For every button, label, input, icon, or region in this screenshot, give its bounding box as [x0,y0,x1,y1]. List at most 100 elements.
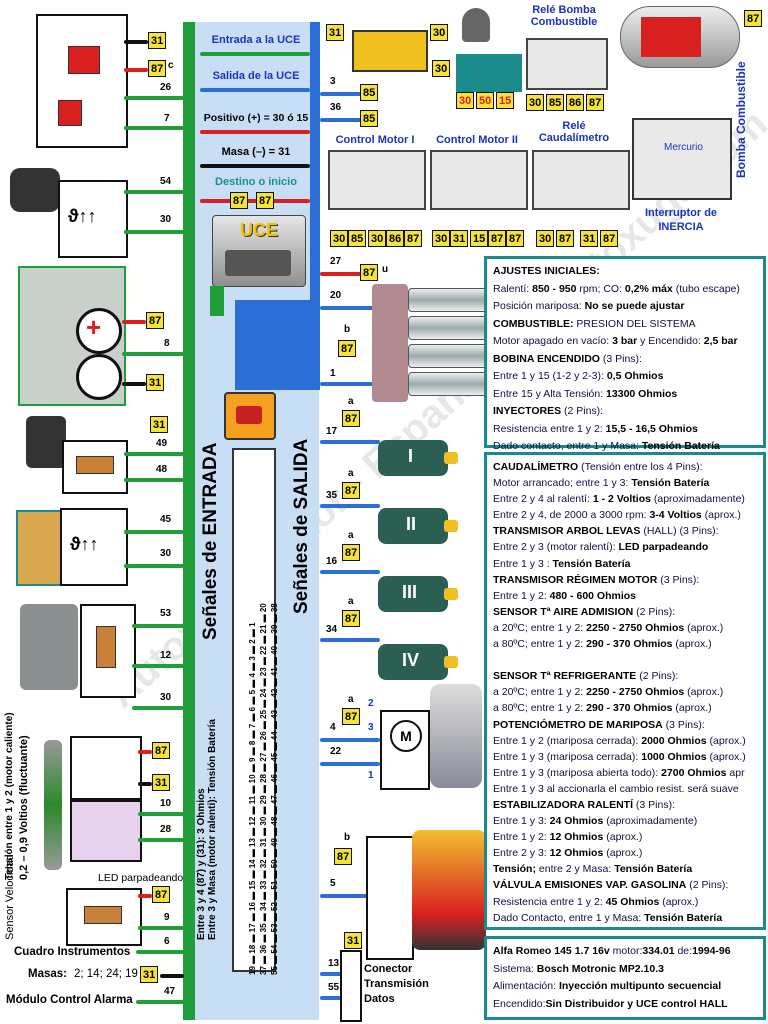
left-n48: 48 [156,464,168,475]
panel1-line: Entre 1 y 15 (1-2 y 2-3): 0,5 Ohmios [493,370,664,382]
panel2-line: SENSOR Tª AIRE ADMISION (2 Pins): [493,605,676,618]
output-bus-stripe [310,22,320,342]
right-tag-87b: 87 [338,340,357,357]
panel2-line: TRANSMISOR RÉGIMEN MOTOR (3 Pins): [493,573,700,586]
legend-salida-wire [200,88,310,92]
lambda-signal-box [70,800,142,862]
left-wire-28 [138,838,184,842]
data-connector-label: Conector Transmisión Datos [364,963,429,1005]
legend-entrada-wire [200,52,310,56]
left-wire-6 [136,950,184,954]
panel2-line: ESTABILIZADORA RALENTÍ (3 Pins): [493,798,676,811]
left-wire-54 [124,190,184,194]
inj-a-3: a [348,530,354,541]
relay-bomba [526,38,608,90]
relay-motor2-title: Control Motor II [436,134,518,146]
idle-motor-box: M [380,710,430,790]
left-wire-30a [124,230,184,234]
spec-panel-sensores: CAUDALÍMETRO (Tensión entre los 4 Pins):… [484,452,766,930]
data-connector-box [340,950,362,1022]
left-wire-53 [132,624,184,628]
pin-row-2: 37 ▬ 36 ▬ 35 ▬ 34 ▬ 33 ▬ 32 ▬ 31 ▬ 30 ▬ … [259,603,268,975]
panel1-line: Resistencia entre 1 y 2: 15,5 - 16,5 Ohm… [493,422,698,435]
left-wire-31b [122,382,146,386]
top-tag-30: 30 [430,24,449,41]
relay-m2-out-4: 87 [488,230,507,247]
legend-destino-wire [200,199,310,203]
injector-2 [378,508,458,544]
air-temp-sensor-box: ϑ↑↑ [60,508,128,586]
relay-c-out-2: 87 [556,230,575,247]
lambda-note-2: 0,2 – 0,9 Voltios (fluctuante) [18,735,30,880]
right-wire-4 [320,738,380,742]
battery [352,30,428,72]
rpm-sensor-box [62,440,128,494]
pins-note-1: Entre 3 y 4 (87) y (31): 3 Ohmios [196,788,207,940]
right-n1: 1 [330,368,336,379]
pump-label: Bomba Combustible [734,61,748,178]
panel1-line: BOBINA ENCENDIDO (3 Pins): [493,352,642,365]
ign-pin-30: 30 [456,92,475,109]
left-wire-47 [136,1000,184,1004]
uce-green-connector [210,286,224,316]
panel2-line: Entre 2 y 3: 12 Ohmios (aprox.) [493,847,643,860]
right-wire-5 [320,894,370,898]
left-wire-87b [122,320,146,324]
injector-3-label: III [402,582,418,602]
panel2-line: Entre 1 y 3 (mariposa cerrada): 1000 Ohm… [493,750,746,763]
left-n28: 28 [160,824,172,835]
panel2-line: Entre 1 y 2 (mariposa cerrada): 2000 Ohm… [493,734,746,747]
right-n3: 3 [330,76,336,87]
air-temp-sensor-image [16,510,64,586]
uce-unit: UCE [212,215,306,287]
right-wire-20 [320,306,380,310]
spec-panel-ajustes: AJUSTES INICIALES:Ralentí: 850 - 950 rpm… [484,256,766,452]
legend-masa: Masa (–) = 31 [221,146,291,158]
left-n6: 6 [164,936,170,947]
left-tag-87e: 87 [152,886,171,903]
right-wire-16 [320,570,380,574]
isc-pin-3: 3 [368,722,374,733]
panel2-line: Entre 1 y 3: 24 Ohmios (aproximadamente) [493,815,698,828]
injector-3 [378,576,458,612]
relay-bomba-out-1: 30 [526,94,545,111]
right-wire-27 [320,272,362,276]
relay-caudal [532,150,630,210]
relay-bomba-title: Relé Bomba Combustible [530,4,598,28]
pin-row-3: 55 ▬ 54 ▬ 53 ▬ 52 ▬ 51 ▬ 50 ▬ 49 ▬ 48 ▬ … [270,603,279,975]
left-n45: 45 [160,514,172,525]
legend-masa-wire [200,164,310,168]
panel3-line: Encendido:Sin Distribuidor y UCE control… [493,997,728,1010]
right-b: b [344,324,351,335]
panel1-line: Motor apagado en vacío: 3 bar y Encendid… [493,335,738,347]
left-tag-31d: 31 [152,774,171,791]
relay-c-out-1: 30 [536,230,555,247]
left-wire-31d [138,782,152,786]
relay-m1-out-4: 86 [386,230,405,247]
left-n26: 26 [160,82,172,93]
left-wire-7 [124,126,184,130]
left-tag-31b: 31 [146,374,165,391]
left-n9: 9 [164,912,170,923]
relay-m1-out-2: 85 [348,230,367,247]
right-tag-87u: 87 [360,264,379,281]
idle-valve-image: + [18,266,126,406]
panel2-line: POTENCIÓMETRO DE MARIPOSA (3 Pins): [493,718,705,731]
right-n27: 27 [330,256,342,267]
injector-4 [378,644,458,680]
left-n12: 12 [160,650,172,661]
left-n49: 49 [156,438,168,449]
right-u: u [382,264,389,275]
panel2-line: Entre 1 y 3 (mariposa abierta todo): 270… [493,766,745,779]
left-tag-31e: 31 [140,966,159,983]
injector-4-label: IV [402,650,420,670]
right-wire-35 [320,504,380,508]
panel2-line: a 20ºC; entre 1 y 2: 2250 - 2750 Ohmios … [493,686,724,699]
legend-destino-tag-a: 87 [230,192,249,209]
ignition-coil [372,284,408,402]
inercia-label: Interruptor de INERCIA [644,207,718,233]
panel1-line: Posición mariposa: No se puede ajustar [493,300,685,312]
left-n54: 54 [160,176,172,187]
check-engine-icon [224,392,276,440]
right-wire-3 [320,92,362,96]
